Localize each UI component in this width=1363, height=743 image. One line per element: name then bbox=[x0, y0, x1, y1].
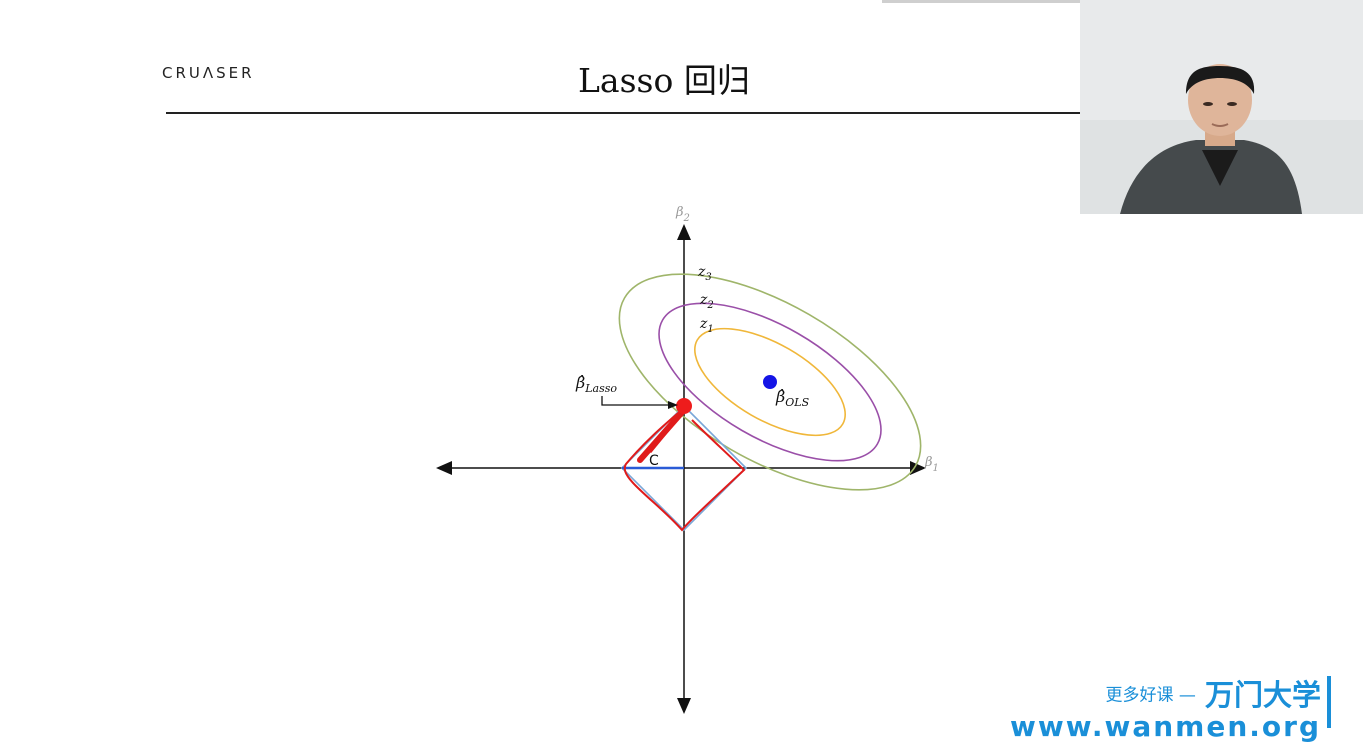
watermark-tagline: 更多好课 — bbox=[1105, 685, 1196, 706]
contour-z1 bbox=[694, 327, 846, 437]
hand-drawn-stroke-2 bbox=[648, 417, 680, 453]
watermark-tagline-row: 更多好课 — 万门大学 bbox=[1010, 672, 1321, 714]
slide-title: Lasso 回归 bbox=[578, 61, 750, 100]
lasso-pointer bbox=[601, 396, 670, 406]
watermark-brand: 万门大学 bbox=[1204, 678, 1321, 712]
presenter-webcam bbox=[1080, 0, 1363, 214]
wanmen-watermark: 更多好课 — 万门大学 www.wanmen.org bbox=[1010, 672, 1321, 743]
hand-drawn-stroke bbox=[637, 407, 687, 463]
watermark-bar bbox=[1327, 676, 1331, 728]
contour-z3 bbox=[618, 273, 922, 491]
contour-label-z1: z1 bbox=[699, 316, 714, 335]
cruiser-logo: CRUɅSER bbox=[162, 64, 255, 82]
lasso-estimate-point bbox=[676, 398, 692, 414]
lasso-label: β̂Lasso bbox=[575, 373, 617, 395]
lasso-pointer-head bbox=[668, 401, 678, 409]
x-axis-arrow-left bbox=[436, 461, 452, 475]
ols-estimate-point bbox=[763, 375, 777, 389]
watermark-url: www.wanmen.org bbox=[1010, 710, 1321, 743]
hand-drawn-annotation bbox=[623, 407, 746, 532]
l1-constraint-region bbox=[620, 404, 748, 532]
top-toolbar-edge bbox=[882, 0, 1170, 3]
title-underline bbox=[166, 112, 1080, 114]
contour-z2 bbox=[658, 302, 882, 462]
constraint-label: C bbox=[649, 453, 659, 469]
x-axis-label: β1 bbox=[924, 455, 939, 474]
y-axis-arrow-up bbox=[677, 224, 691, 240]
ols-label: β̂OLS bbox=[775, 387, 810, 409]
y-axis-label: β2 bbox=[675, 205, 690, 224]
contour-label-z3: z3 bbox=[697, 264, 712, 283]
x-axis-arrow-right bbox=[910, 461, 926, 475]
y-axis-arrow-down bbox=[677, 698, 691, 714]
contour-label-z2: z2 bbox=[699, 292, 714, 311]
